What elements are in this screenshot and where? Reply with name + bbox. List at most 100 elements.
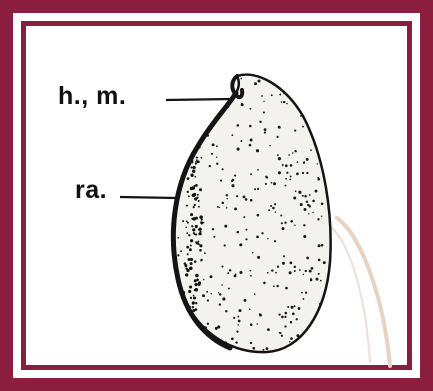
stipple-dot	[330, 99, 332, 101]
stipple-dot	[245, 238, 247, 240]
stipple-dot	[271, 94, 273, 96]
stipple-dot	[195, 129, 197, 131]
stipple-dot	[232, 134, 234, 136]
stipple-dot	[290, 175, 292, 177]
stipple-dot	[285, 178, 287, 180]
stipple-dot	[326, 348, 328, 350]
stipple-dot	[297, 161, 299, 163]
stipple-dot	[192, 306, 194, 308]
stipple-dot	[190, 239, 193, 242]
stipple-dot	[316, 74, 319, 77]
stipple-dot	[194, 283, 197, 286]
stipple-dot	[277, 285, 279, 287]
stipple-dot	[174, 338, 175, 339]
stipple-dot	[190, 174, 193, 177]
stipple-dot	[190, 213, 193, 216]
stipple-dot	[193, 95, 195, 97]
stipple-dot	[285, 164, 288, 167]
stipple-dot	[187, 323, 189, 325]
stipple-dot	[186, 246, 189, 249]
stipple-dot	[181, 314, 183, 316]
stipple-dot	[323, 148, 324, 149]
stipple-dot	[294, 130, 296, 132]
stipple-dot	[222, 168, 224, 170]
stipple-dot	[249, 125, 252, 128]
stipple-dot	[264, 75, 266, 77]
stipple-dot	[333, 135, 335, 137]
stipple-dot	[250, 199, 253, 202]
stipple-dot	[183, 328, 185, 330]
stipple-dot	[301, 86, 303, 88]
stipple-dot	[328, 81, 330, 83]
stipple-dot	[180, 109, 182, 111]
stipple-dot	[188, 75, 190, 77]
stipple-dot	[279, 94, 281, 96]
stipple-dot	[239, 243, 242, 246]
stipple-dot	[237, 148, 240, 151]
stipple-dot	[331, 137, 333, 139]
stipple-dot	[204, 252, 206, 254]
stipple-dot	[264, 131, 266, 133]
stipple-dot	[193, 295, 195, 297]
stipple-dot	[207, 110, 210, 113]
stipple-dot	[178, 155, 181, 158]
stipple-dot	[186, 319, 188, 321]
stipple-dot	[249, 144, 252, 147]
stipple-dot	[302, 126, 304, 128]
stipple-dot	[187, 106, 190, 109]
stipple-dot	[280, 214, 282, 216]
stipple-dot	[196, 118, 199, 121]
stipple-dot	[238, 320, 241, 323]
stipple-dot	[193, 206, 195, 208]
stipple-dot	[291, 306, 294, 309]
stipple-dot	[198, 200, 200, 202]
stipple-dot	[189, 267, 193, 271]
stipple-dot	[199, 188, 202, 191]
stipple-dot	[190, 262, 193, 265]
stipple-dot	[331, 344, 333, 346]
stipple-dot	[294, 266, 296, 268]
stipple-dot	[278, 126, 281, 129]
stipple-dot	[198, 114, 200, 116]
stipple-dot	[323, 93, 325, 95]
stipple-dot	[196, 159, 198, 161]
stipple-dot	[237, 124, 240, 127]
stipple-dot	[254, 293, 256, 295]
stipple-dot	[174, 287, 177, 290]
stipple-dot	[273, 285, 275, 287]
stipple-dot	[250, 275, 252, 277]
stipple-dot	[310, 279, 313, 282]
stipple-dot	[337, 288, 339, 290]
stipple-dot	[310, 100, 313, 103]
stipple-dot	[190, 132, 192, 134]
stipple-dot	[182, 336, 184, 338]
seed-body	[173, 75, 330, 352]
watermark-arc-inner	[330, 226, 370, 362]
stipple-dot	[207, 299, 209, 301]
stipple-dot	[190, 335, 192, 337]
stipple-dot	[257, 72, 259, 74]
stipple-dot	[195, 225, 198, 228]
stipple-dot	[192, 170, 195, 173]
stipple-dot	[290, 337, 293, 340]
stipple-dot	[315, 339, 317, 341]
stipple-dot	[186, 269, 189, 272]
stipple-dot	[237, 316, 239, 318]
stipple-dot	[197, 194, 199, 196]
stipple-dot	[187, 177, 190, 180]
stipple-dot	[327, 326, 329, 328]
stipple-dot	[173, 334, 175, 336]
stipple-dot	[272, 207, 275, 210]
stipple-dot	[191, 125, 194, 128]
stipple-dot	[289, 178, 291, 180]
stipple-dot	[303, 235, 306, 238]
stipple-dot	[288, 154, 290, 156]
stipple-dot	[249, 309, 251, 311]
stipple-dot	[237, 231, 240, 234]
stipple-dot	[189, 285, 192, 288]
stipple-dot	[306, 201, 308, 203]
stipple-dot	[205, 122, 208, 125]
stipple-dot	[197, 161, 200, 164]
stipple-dot	[326, 98, 329, 101]
stipple-dot	[252, 347, 255, 350]
